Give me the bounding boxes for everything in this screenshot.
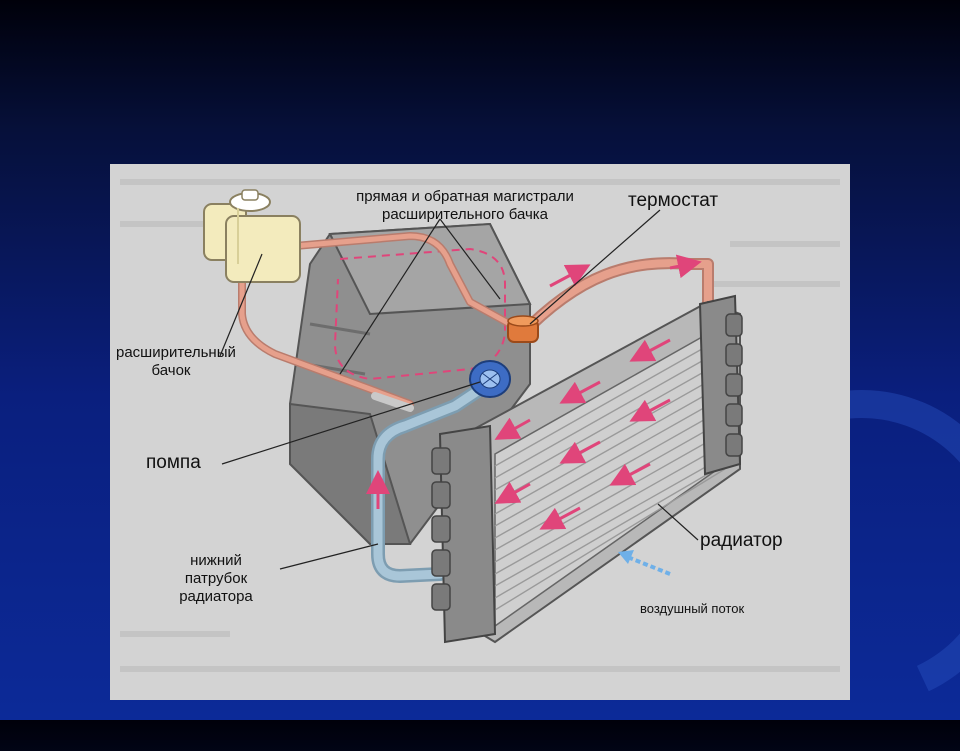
pump (469, 360, 511, 398)
thermostat-valve (507, 315, 539, 343)
expansion-tank (203, 189, 301, 283)
expansion-tank-label: расширительный бачок (116, 344, 236, 379)
radiator-flow-arrows (366, 254, 702, 530)
engine-flow-loop (333, 247, 506, 381)
radiator-label: радиатор (700, 530, 783, 551)
cooling-diagram (120, 179, 840, 672)
pump-label: помпа (146, 452, 201, 473)
cooling-system-figure: прямая и обратная магистрали расширитель… (110, 164, 850, 700)
airflow-label: воздушный поток (640, 601, 745, 616)
background-print-texture (120, 179, 840, 672)
airflow-arrowhead (618, 550, 634, 564)
magistral-label: прямая и обратная магистрали расширитель… (356, 188, 574, 223)
thermostat-label: термостат (628, 190, 719, 211)
lower-hose-label: нижний патрубок радиатора (179, 552, 253, 605)
leader-lines (219, 209, 699, 570)
airflow-arrow (624, 554, 671, 576)
